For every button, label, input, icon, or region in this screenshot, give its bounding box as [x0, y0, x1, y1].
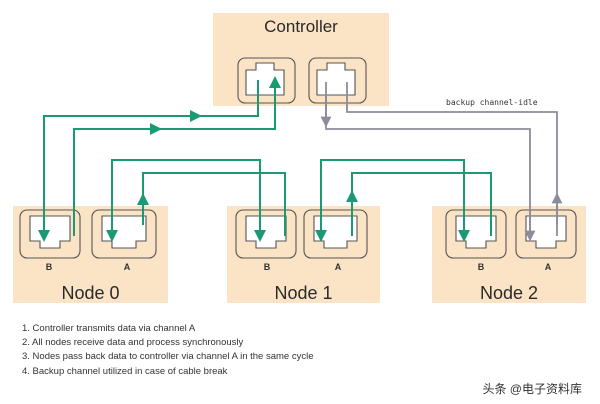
wire-node1-a-to-node2-b: [320, 159, 465, 236]
node-2-port-a-label: A: [544, 262, 552, 272]
primary-channel-lines: [38, 76, 492, 242]
node-1-port-b-label: B: [263, 262, 271, 272]
node-1-port-a-label: A: [334, 262, 342, 272]
backup-channel-label: backup channel-idle: [446, 98, 538, 107]
wire-node1-b-to-node0-a: [142, 172, 286, 236]
note-item: 3. Nodes pass back data to controller vi…: [22, 351, 314, 363]
node-2-port-b-label: B: [477, 262, 485, 272]
note-item: 2. All nodes receive data and process sy…: [22, 337, 244, 349]
note-item: 4. Backup channel utilized in case of ca…: [22, 365, 228, 377]
wire-backup-return: [346, 82, 558, 236]
backup-channel-lines: [320, 82, 563, 242]
wire-node0-b-return: [73, 76, 281, 236]
controller-title: Controller: [264, 17, 338, 36]
node-0-title: Node 0: [61, 283, 120, 303]
note-item: 1. Controller transmits data via channel…: [22, 323, 196, 334]
node-1-title: Node 1: [274, 283, 333, 303]
notes-list: 1. Controller transmits data via channel…: [22, 322, 314, 379]
port-connectors: [19, 57, 577, 259]
node-0-port-a-label: A: [123, 262, 131, 272]
watermark: 头条 @电子资料库: [478, 379, 586, 398]
wire-controller-to-node0-b: [38, 80, 259, 242]
node-0-port-b-label: B: [45, 262, 53, 272]
node-2-title: Node 2: [479, 283, 539, 303]
wire-node0-a-to-node1-b: [111, 159, 261, 236]
